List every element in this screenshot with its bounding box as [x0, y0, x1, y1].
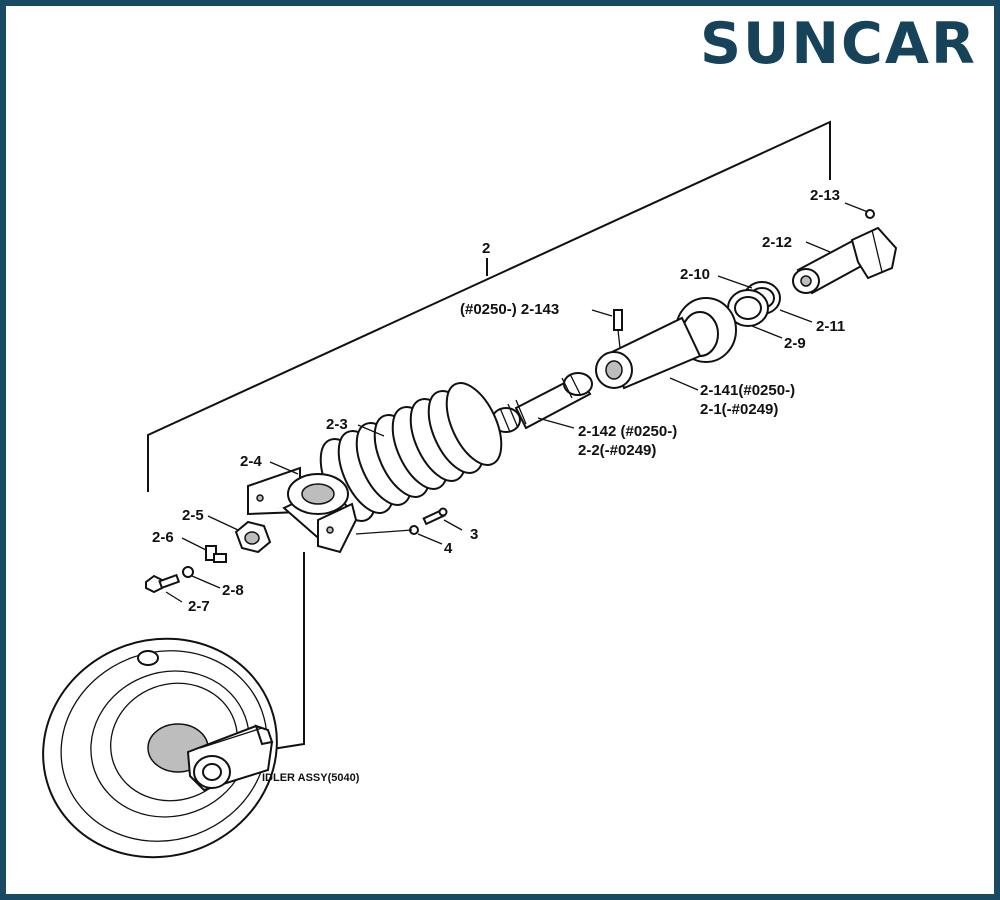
label-2-6: 2-6 — [152, 529, 174, 546]
label-4: 4 — [444, 540, 453, 557]
label-2-142: 2-142 (#0250-) — [578, 423, 677, 440]
label-2-1: 2-1(-#0249) — [700, 401, 778, 418]
leader-2-12 — [805, 241, 831, 253]
label-2-7: 2-7 — [188, 598, 210, 615]
leader-3 — [443, 519, 463, 531]
leader-spring-end — [355, 529, 413, 535]
label-2-8: 2-8 — [222, 582, 244, 599]
part-2-143-pin — [613, 309, 623, 331]
part-2-141-piston — [595, 297, 737, 390]
part-2-6-lock-plate — [205, 545, 227, 563]
leader-2-141 — [669, 377, 699, 391]
label-2-141: 2-141(#0250-) — [700, 382, 795, 399]
leader-2-4 — [269, 461, 299, 475]
part-2-5-nut — [234, 520, 272, 554]
leader-2-3 — [357, 424, 385, 437]
part-2-142-rod — [491, 372, 593, 433]
leader-2-9 — [751, 325, 783, 339]
label-2: 2 — [482, 240, 490, 257]
label-2-4: 2-4 — [240, 453, 262, 470]
label-2-5: 2-5 — [182, 507, 204, 524]
leader-2-10 — [717, 275, 753, 289]
label-3: 3 — [470, 526, 478, 543]
leader-to-idler — [265, 552, 305, 751]
part-2-4-bracket — [247, 466, 358, 554]
leader-2-13 — [844, 202, 869, 213]
part-3-bolt — [422, 507, 448, 526]
suncar-logo: SUNCAR — [700, 12, 990, 76]
leader-4 — [417, 533, 443, 545]
assembly-bracket-line — [147, 120, 831, 492]
label-idler-assy: IDLER ASSY(5040) — [262, 772, 360, 784]
leader-2-142 — [537, 417, 575, 429]
part-2-10-2-11-rings — [727, 281, 781, 327]
label-2-3: 2-3 — [326, 416, 348, 433]
leader-2-11 — [779, 309, 813, 323]
label-2-11: 2-11 — [816, 318, 845, 335]
grease-nipple — [865, 209, 875, 219]
part-2-7-bolt — [145, 573, 181, 594]
leader-2-143 — [591, 309, 613, 317]
label-2-2: 2-2(-#0249) — [578, 442, 656, 459]
part-2-8-washer — [182, 566, 194, 578]
label-2-9: 2-9 — [784, 335, 806, 352]
label-2-10: 2-10 — [680, 266, 710, 283]
label-2-13: 2-13 — [810, 187, 840, 204]
leader-2-8 — [191, 575, 221, 589]
part-2-12-cylinder — [792, 226, 898, 295]
label-2-143: (#0250-) 2-143 — [460, 301, 559, 318]
leader-2-7 — [165, 591, 183, 603]
leader-2-6 — [181, 537, 207, 551]
pin-axis — [617, 329, 621, 349]
part-2-3-spring — [319, 382, 503, 522]
leader-2-5 — [207, 515, 239, 531]
label-2-12: 2-12 — [762, 234, 792, 251]
idler-wheel — [42, 637, 278, 859]
logo-text: SUNCAR — [700, 11, 977, 77]
